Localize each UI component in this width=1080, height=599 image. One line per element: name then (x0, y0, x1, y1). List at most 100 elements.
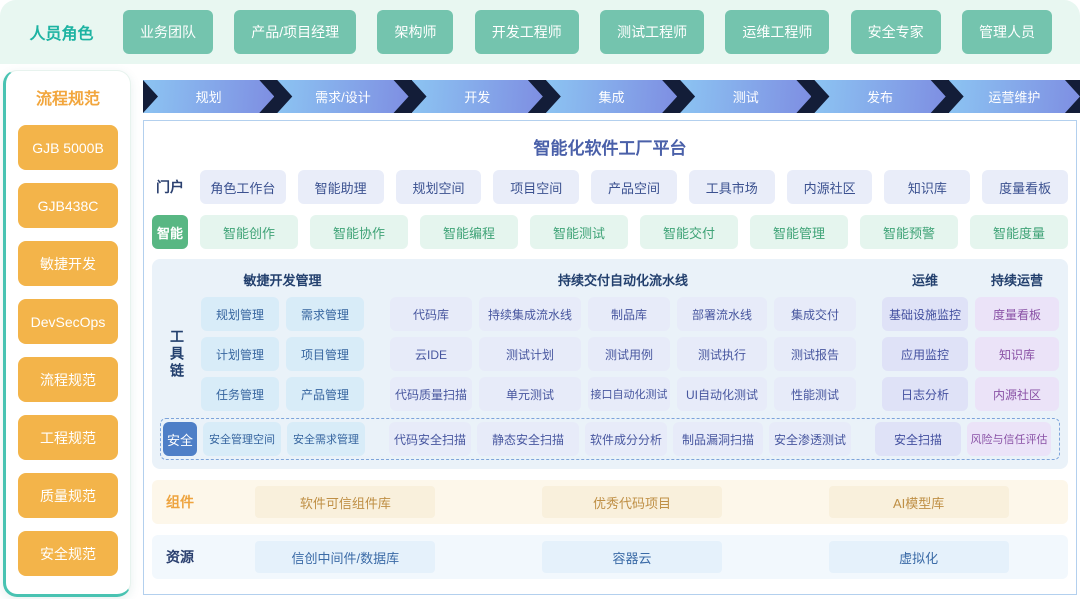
ai-item-creation[interactable]: 智能创作 (200, 215, 298, 249)
toolchain-cell-code-repo[interactable]: 代码库 (390, 297, 472, 331)
component-excellent-code-projects[interactable]: 优秀代码项目 (542, 486, 722, 518)
pipeline-stage-requirements-design: 需求/设计 (277, 80, 408, 113)
pipeline-stage-development: 开发 (412, 80, 543, 113)
spec-button-devsecops[interactable]: DevSecOps (18, 299, 118, 344)
toolchain-cell-unit-test[interactable]: 单元测试 (479, 377, 581, 411)
components-label: 组件 (166, 494, 194, 510)
pipeline-stage-label: 需求/设计 (315, 90, 371, 105)
roles-buttons: 业务团队 产品/项目经理 架构师 开发工程师 测试工程师 运维工程师 安全专家 … (123, 10, 1080, 54)
resource-xinchuang-middleware-db[interactable]: 信创中间件/数据库 (255, 541, 436, 573)
toolchain-cell-innersource-community[interactable]: 内源社区 (975, 377, 1059, 411)
security-cell-code-security-scan[interactable]: 代码安全扫描 (389, 422, 471, 456)
toolchain-cell-requirements-mgmt[interactable]: 需求管理 (286, 297, 364, 331)
resource-slot: 容器云 (489, 541, 776, 573)
portal-item-project-space[interactable]: 项目空间 (493, 170, 580, 204)
pipeline-stages: 规划 需求/设计 开发 集成 测试 发布 运营维护 (143, 80, 1080, 113)
portal-item-product-space[interactable]: 产品空间 (591, 170, 677, 204)
portal-item-innersource-community[interactable]: 内源社区 (786, 170, 873, 204)
security-cell-penetration-test[interactable]: 安全渗透测试 (769, 422, 851, 456)
toolchain-cell-code-quality-scan[interactable]: 代码质量扫描 (390, 377, 472, 411)
toolchain-cell-test-execution[interactable]: 测试执行 (677, 337, 767, 371)
toolchain-cell-test-case[interactable]: 测试用例 (588, 337, 670, 371)
spec-button-agile-dev[interactable]: 敏捷开发 (18, 241, 118, 286)
toolchain-cell-deploy-pipeline[interactable]: 部署流水线 (677, 297, 767, 331)
toolchain-cell-product-mgmt[interactable]: 产品管理 (286, 377, 364, 411)
role-button-business-team[interactable]: 业务团队 (123, 10, 213, 54)
portal-item-knowledge-base[interactable]: 知识库 (884, 170, 971, 204)
ai-row: 智能 智能创作 智能协作 智能编程 智能测试 智能交付 智能管理 智能预警 智能… (152, 215, 1068, 249)
toolchain-cell-ui-automation-test[interactable]: UI自动化测试 (677, 377, 767, 411)
portal-item-metrics-dashboard[interactable]: 度量看板 (982, 170, 1069, 204)
portal-row: 门户 角色工作台 智能助理 规划空间 项目空间 产品空间 工具市场 内源社区 知… (152, 170, 1069, 204)
role-button-product-manager[interactable]: 产品/项目经理 (234, 10, 357, 54)
spec-button-quality-spec[interactable]: 质量规范 (18, 473, 118, 518)
toolchain-cell-task-mgmt[interactable]: 任务管理 (201, 377, 279, 411)
toolchain-cell-knowledge-base[interactable]: 知识库 (975, 337, 1059, 371)
ai-item-metrics[interactable]: 智能度量 (970, 215, 1068, 249)
ai-item-delivery[interactable]: 智能交付 (640, 215, 738, 249)
toolchain-cell-app-monitoring[interactable]: 应用监控 (882, 337, 968, 371)
process-spec-sidebar: 流程规范 GJB 5000B GJB438C 敏捷开发 DevSecOps 流程… (3, 70, 131, 597)
pipeline-stage-planning: 规划 (143, 80, 274, 113)
component-slot: 优秀代码项目 (489, 486, 776, 518)
platform-title: 智能化软件工厂平台 (533, 139, 687, 158)
component-trusted-component-lib[interactable]: 软件可信组件库 (255, 486, 436, 518)
toolchain-cell-infrastructure-monitoring[interactable]: 基础设施监控 (882, 297, 968, 331)
security-row: 安全 安全管理空间 安全需求管理 代码安全扫描 静态安全扫描 软件成分分析 制品… (160, 418, 1060, 460)
security-cell-security-scan[interactable]: 安全扫描 (875, 422, 961, 456)
toolchain-cell-test-report[interactable]: 测试报告 (774, 337, 856, 371)
pipeline-stage-label: 规划 (195, 90, 222, 105)
portal-item-tool-market[interactable]: 工具市场 (688, 170, 775, 204)
toolchain-cell-project-mgmt[interactable]: 项目管理 (286, 337, 364, 371)
component-ai-model-lib[interactable]: AI模型库 (828, 486, 1009, 518)
resource-virtualization[interactable]: 虚拟化 (828, 541, 1009, 573)
toolchain-cell-log-analysis[interactable]: 日志分析 (882, 377, 968, 411)
toolchain-cell-test-plan[interactable]: 测试计划 (479, 337, 581, 371)
ai-item-alerting[interactable]: 智能预警 (860, 215, 958, 249)
resource-container-cloud[interactable]: 容器云 (542, 541, 722, 573)
toolchain-cell-api-automation-test[interactable]: 接口自动化测试 (588, 377, 670, 411)
portal-item-ai-assistant[interactable]: 智能助理 (297, 170, 384, 204)
toolchain-cell-performance-test[interactable]: 性能测试 (774, 377, 856, 411)
toolchain-header-ops: 运维 (911, 272, 938, 288)
toolchain-cell-artifact-repo[interactable]: 制品库 (588, 297, 670, 331)
security-cell-security-requirements-mgmt[interactable]: 安全需求管理 (287, 422, 365, 456)
toolchain-header-agile: 敏捷开发管理 (243, 272, 322, 288)
security-cell-static-security-scan[interactable]: 静态安全扫描 (477, 422, 579, 456)
security-cell-risk-trust-assessment[interactable]: 风险与信任评估 (967, 422, 1051, 456)
role-button-architect[interactable]: 架构师 (377, 10, 454, 54)
role-button-ops-engineer[interactable]: 运维工程师 (725, 10, 830, 54)
toolchain-cell-metrics-dashboard[interactable]: 度量看板 (975, 297, 1059, 331)
ai-item-management[interactable]: 智能管理 (750, 215, 848, 249)
pipeline-stage-testing: 测试 (680, 80, 811, 113)
ai-item-collaboration[interactable]: 智能协作 (310, 215, 408, 249)
portal-item-planning-space[interactable]: 规划空间 (395, 170, 482, 204)
spec-button-security-spec[interactable]: 安全规范 (18, 531, 118, 576)
toolchain-grid: 工具链 敏捷开发管理 持续交付自动化流水线 运维 持续运营 规划管理 需求管理 … (160, 267, 1060, 411)
ai-item-coding[interactable]: 智能编程 (420, 215, 518, 249)
role-button-security-expert[interactable]: 安全专家 (850, 10, 941, 54)
toolchain-cell-ci-pipeline[interactable]: 持续集成流水线 (479, 297, 581, 331)
role-button-dev-engineer[interactable]: 开发工程师 (474, 10, 579, 54)
portal-label: 门户 (156, 179, 184, 195)
toolchain-cell-cloud-ide[interactable]: 云IDE (390, 337, 472, 371)
pipeline-stage-label: 发布 (867, 90, 894, 105)
toolchain-header-continuous-operation: 持续运营 (990, 272, 1043, 288)
portal-item-role-workbench[interactable]: 角色工作台 (200, 170, 286, 204)
spec-button-engineering-spec[interactable]: 工程规范 (18, 415, 118, 460)
security-cell-artifact-vulnerability-scan[interactable]: 制品漏洞扫描 (673, 422, 763, 456)
role-button-test-engineer[interactable]: 测试工程师 (600, 10, 705, 54)
toolchain-cell-plan-mgmt[interactable]: 计划管理 (201, 337, 279, 371)
role-button-manager[interactable]: 管理人员 (961, 10, 1052, 54)
pipeline-stage-label: 运营维护 (988, 90, 1041, 105)
security-cell-security-mgmt-space[interactable]: 安全管理空间 (203, 422, 281, 456)
toolchain-cell-integration-delivery[interactable]: 集成交付 (774, 297, 856, 331)
security-badge: 安全 (163, 422, 197, 456)
security-cell-software-composition-analysis[interactable]: 软件成分分析 (585, 422, 667, 456)
ai-item-testing[interactable]: 智能测试 (530, 215, 628, 249)
toolchain-cell-planning-mgmt[interactable]: 规划管理 (201, 297, 279, 331)
spec-button-gjb438c[interactable]: GJB438C (18, 183, 118, 228)
spec-button-process-spec[interactable]: 流程规范 (18, 357, 118, 402)
toolchain-label: 工具链 (169, 328, 185, 380)
spec-button-gjb5000b[interactable]: GJB 5000B (18, 125, 118, 170)
